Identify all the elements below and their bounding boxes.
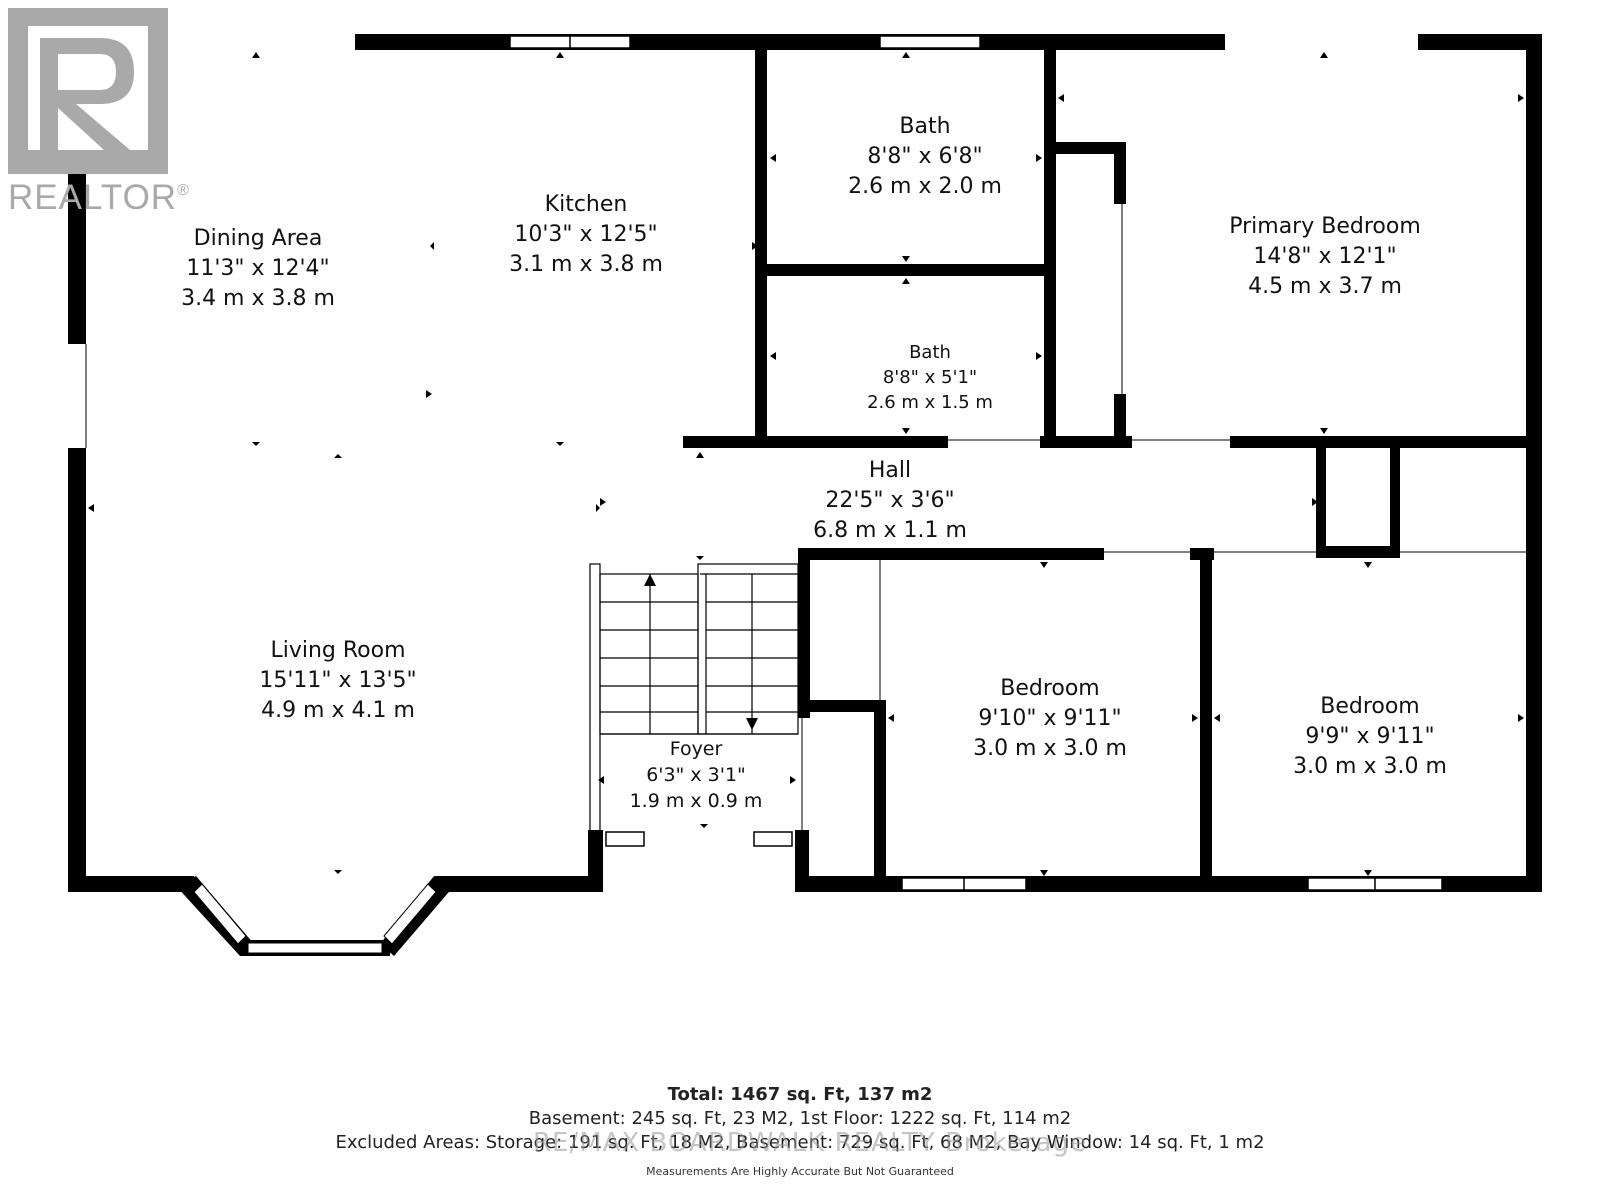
room-imperial: 9'9" x 9'11" [1305,724,1435,749]
room-bath-2: Bath 8'8" x 5'1" 2.6 m x 1.5 m [830,340,1030,415]
room-imperial: 8'8" x 5'1" [882,367,978,388]
room-kitchen: Kitchen 10'3" x 12'5" 3.1 m x 3.8 m [484,190,688,280]
room-dining: Dining Area 11'3" x 12'4" 3.4 m x 3.8 m [156,224,360,314]
measure-markers [88,52,1524,876]
room-name: Bedroom [1320,694,1420,719]
room-imperial: 14'8" x 12'1" [1253,244,1397,269]
bay-window [176,876,454,956]
room-name: Foyer [669,738,723,760]
room-bedroom-1: Bedroom 9'10" x 9'11" 3.0 m x 3.0 m [950,674,1150,764]
room-hall: Hall 22'5" x 3'6" 6.8 m x 1.1 m [790,456,990,546]
room-imperial: 9'10" x 9'11" [978,706,1122,731]
room-imperial: 6'3" x 3'1" [646,764,746,786]
room-living: Living Room 15'11" x 13'5" 4.9 m x 4.1 m [228,636,448,726]
room-bath-1: Bath 8'8" x 6'8" 2.6 m x 2.0 m [820,112,1030,202]
windows [509,35,1443,891]
stairs [589,563,799,835]
registered-mark: ® [177,182,190,199]
room-name: Living Room [270,638,406,663]
room-metric: 2.6 m x 1.5 m [867,392,993,413]
disclaimer: Measurements Are Highly Accurate But Not… [646,1165,954,1178]
room-primary-bedroom: Primary Bedroom 14'8" x 12'1" 4.5 m x 3.… [1180,212,1470,302]
room-name: Dining Area [193,226,323,251]
excluded-areas: Excluded Areas: Storage: 191 sq. Ft, 18 … [335,1132,1265,1153]
room-imperial: 22'5" x 3'6" [825,488,955,513]
area-breakdown: Basement: 245 sq. Ft, 23 M2, 1st Floor: … [528,1108,1072,1129]
room-imperial: 15'11" x 13'5" [259,668,417,693]
room-foyer: Foyer 6'3" x 3'1" 1.9 m x 0.9 m [616,736,776,814]
room-name: Hall [868,458,912,483]
brokerage-watermark: RE/MAX BOARDWALK REALTY Brokerage [532,1128,1087,1158]
room-metric: 3.0 m x 3.0 m [973,736,1127,761]
room-metric: 6.8 m x 1.1 m [813,518,967,543]
realtor-logo-mark [8,8,168,174]
stair-arrows [644,574,758,730]
room-metric: 3.0 m x 3.0 m [1293,754,1447,779]
openings [85,48,1526,830]
room-name: Bath [899,114,951,139]
logo-wordmark: REALTOR [8,178,178,217]
room-name: Bedroom [1000,676,1100,701]
room-imperial: 10'3" x 12'5" [514,222,658,247]
room-imperial: 11'3" x 12'4" [186,256,330,281]
room-metric: 3.4 m x 3.8 m [181,286,335,311]
room-imperial: 8'8" x 6'8" [867,144,983,169]
room-metric: 4.9 m x 4.1 m [261,698,415,723]
realtor-logo-text: REALTOR® [8,178,190,218]
room-metric: 1.9 m x 0.9 m [629,790,763,812]
room-metric: 2.6 m x 2.0 m [848,174,1002,199]
total-area: Total: 1467 sq. Ft, 137 m2 [667,1084,933,1105]
room-name: Primary Bedroom [1229,214,1421,239]
room-metric: 4.5 m x 3.7 m [1248,274,1402,299]
room-name: Kitchen [544,192,628,217]
room-metric: 3.1 m x 3.8 m [509,252,663,277]
room-bedroom-2: Bedroom 9'9" x 9'11" 3.0 m x 3.0 m [1270,692,1470,782]
room-name: Bath [909,342,951,363]
